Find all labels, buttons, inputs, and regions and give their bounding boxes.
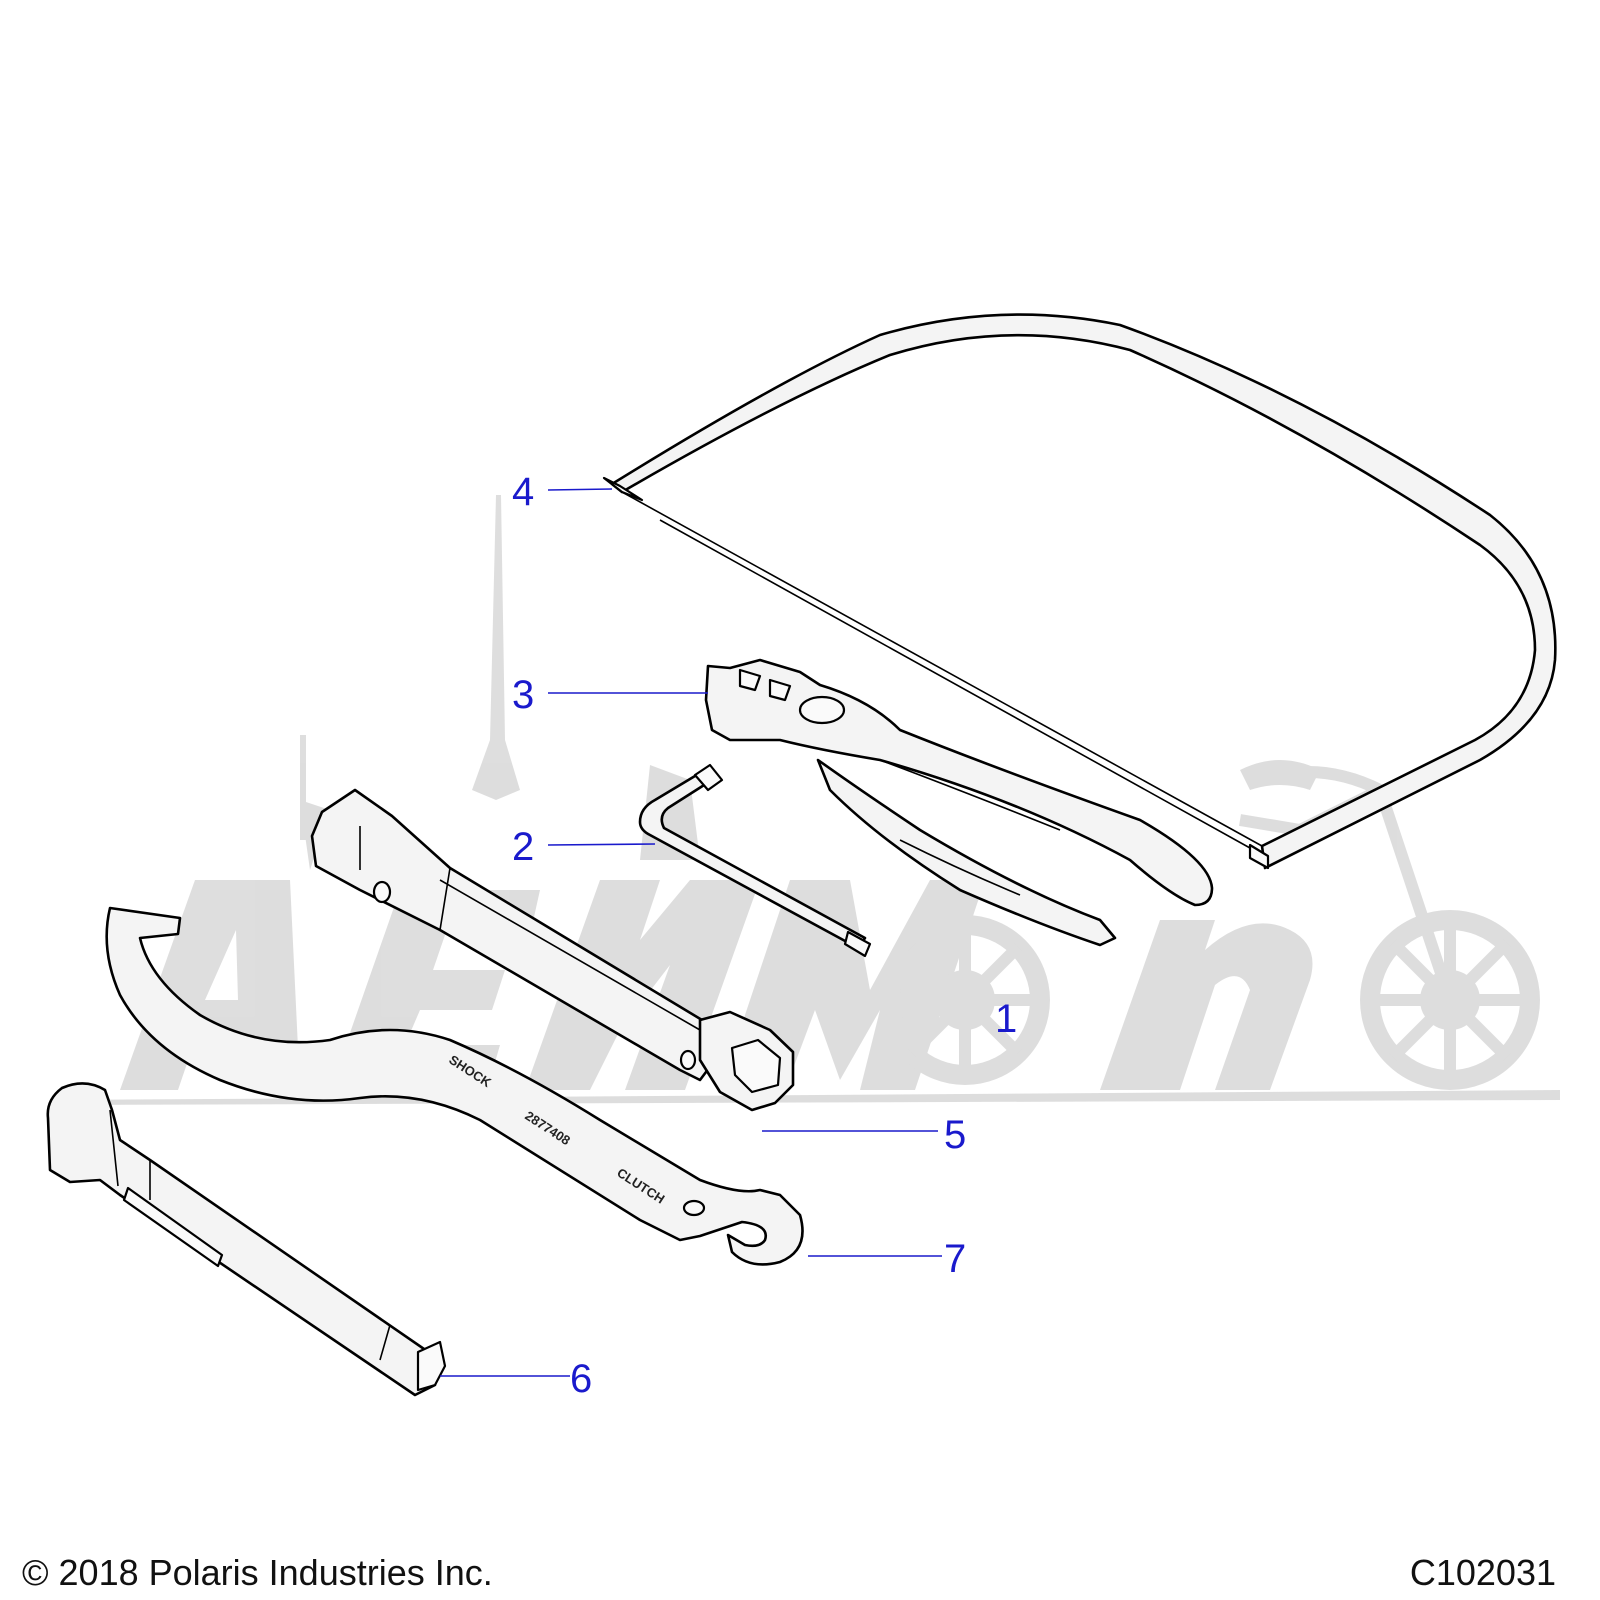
torx-driver: [638, 763, 872, 958]
spanner-wrench: SHOCK 2877408 CLUTCH: [105, 906, 804, 1266]
callout-5: 5: [944, 1113, 966, 1157]
callout-4: 4: [512, 470, 534, 514]
copyright-text: © 2018 Polaris Industries Inc.: [22, 1552, 493, 1593]
diagram-code: C102031: [1409, 1552, 1556, 1593]
spark-plug-wrench: [310, 788, 795, 1112]
shock-tool-handle: [46, 1082, 447, 1397]
callout-6: 6: [570, 1357, 592, 1401]
callouts: 4 3 2 1 5 7 6: [440, 470, 1017, 1401]
callout-1: 1: [995, 997, 1017, 1041]
watermark-logo: [60, 495, 1560, 1105]
pliers: [704, 658, 1214, 947]
callout-3: 3: [512, 673, 534, 717]
tool-pouch: [602, 313, 1557, 870]
callout-2: 2: [512, 825, 534, 869]
callout-7: 7: [944, 1237, 966, 1281]
